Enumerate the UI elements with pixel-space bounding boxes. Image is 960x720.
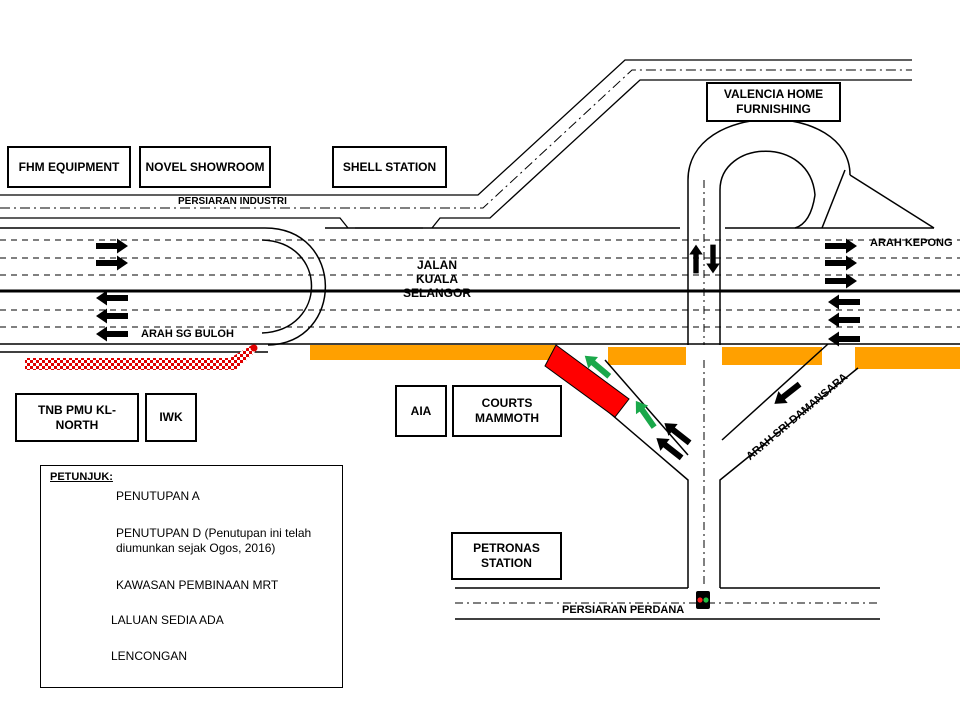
building-aia: AIA [395, 385, 447, 437]
green-arrow-2 [629, 396, 661, 432]
arrow-east-5 [825, 273, 857, 289]
building-courts-mammoth: COURTS MAMMOTH [452, 385, 562, 437]
arrow-west-4 [828, 294, 860, 310]
building-novel-showroom: NOVEL SHOWROOM [139, 146, 271, 188]
persiaran-industri-road [0, 59, 912, 229]
arrow-south [706, 244, 720, 274]
label-arah-sg-buloh: ARAH SG BULOH [141, 328, 234, 340]
legend-box: PETUNJUK: PENUTUPAN A PENUTUPAN D (Penut… [40, 465, 343, 688]
label-persiaran-industri: PERSIARAN INDUSTRI [178, 196, 287, 207]
arrow-west-3 [96, 326, 128, 342]
legend-label-mrt: KAWASAN PEMBINAAN MRT [116, 578, 279, 592]
arrow-east-3 [825, 238, 857, 254]
arrow-west-2 [96, 308, 128, 324]
legend-label-closure-d: PENUTUPAN D (Penutupan ini telah diumunk… [116, 526, 312, 555]
mrt-zone-1 [310, 345, 555, 360]
arrow-north [689, 244, 703, 274]
u-turn-loop [0, 227, 326, 353]
mrt-zone-4 [855, 347, 960, 369]
label-jalan-kuala-selangor: JALAN KUALA SELANGOR [402, 258, 471, 300]
legend-title: PETUNJUK: [50, 471, 113, 483]
traffic-light-icon [696, 591, 710, 609]
closure-d-block [25, 345, 256, 370]
building-iwk: IWK [145, 393, 197, 442]
legend-label-closure-a: PENUTUPAN A [116, 489, 200, 503]
arrow-sri-damansara [769, 378, 805, 410]
mrt-construction-zones [310, 345, 960, 369]
arrow-west-1 [96, 290, 128, 306]
building-petronas: PETRONAS STATION [451, 532, 562, 580]
closure-d-end [250, 344, 258, 352]
mrt-zone-3 [722, 347, 822, 365]
jalan-kuala-selangor-road [0, 227, 960, 345]
valencia-loop [687, 118, 935, 345]
legend-label-detour: LENCONGAN [111, 649, 188, 663]
arrow-west-5 [828, 312, 860, 328]
persiaran-perdana-road [455, 587, 880, 620]
building-tnb: TNB PMU KL-NORTH [15, 393, 139, 442]
building-shell-station: SHELL STATION [332, 146, 447, 188]
building-fhm-equipment: FHM EQUIPMENT [7, 146, 131, 188]
label-persiaran-perdana: PERSIARAN PERDANA [562, 604, 685, 616]
closure-a-block [544, 344, 630, 418]
building-valencia: VALENCIA HOME FURNISHING [706, 82, 841, 122]
arrow-east-1 [96, 238, 128, 254]
label-arah-kepong: ARAH KEPONG [870, 237, 953, 249]
mrt-zone-2 [608, 347, 686, 365]
legend-label-existing: LALUAN SEDIA ADA [111, 613, 224, 627]
